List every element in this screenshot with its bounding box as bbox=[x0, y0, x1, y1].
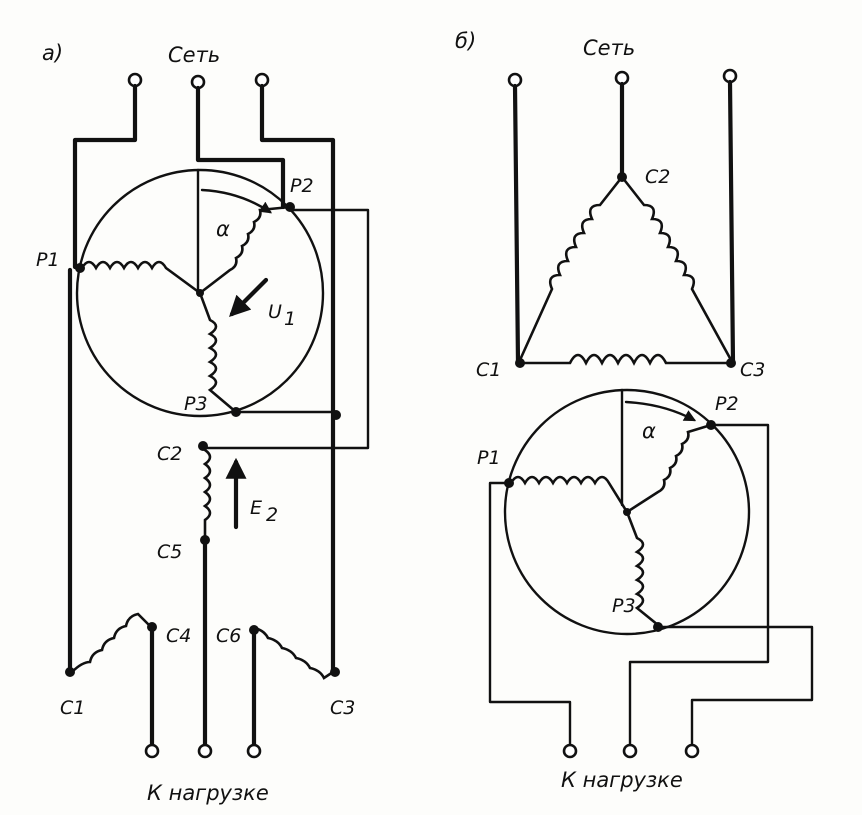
network-wire-b3 bbox=[727, 79, 736, 366]
rotor-coil-p1-b bbox=[509, 475, 629, 514]
rotor-circle-b bbox=[503, 388, 751, 636]
wire-p1-load-b bbox=[488, 481, 572, 747]
label-c2-a: C2 bbox=[157, 443, 182, 465]
coil-c1-c4 bbox=[70, 612, 154, 674]
load-terminal-b1 bbox=[562, 743, 578, 759]
junction-c1-b bbox=[515, 358, 525, 368]
junction-c6-a bbox=[249, 625, 259, 635]
alpha-arc-a bbox=[200, 188, 272, 214]
stator-coil-c2-c3 bbox=[620, 175, 733, 362]
label-c6-a: C6 bbox=[216, 625, 241, 647]
load-terminal-a1 bbox=[144, 743, 160, 759]
label-c1-a: C1 bbox=[60, 697, 85, 719]
load-terminal-b2 bbox=[622, 743, 638, 759]
rotor-coil-p3-a bbox=[198, 291, 238, 414]
label-c3-a: C3 bbox=[330, 697, 355, 719]
u1-subscript: 1 bbox=[284, 308, 296, 330]
junction-p3-a bbox=[331, 410, 341, 420]
label-c1-b: C1 bbox=[476, 359, 501, 381]
coil-c6-c3 bbox=[252, 626, 335, 680]
label-p3-a: P3 bbox=[184, 393, 208, 415]
network-wire-b1 bbox=[512, 83, 521, 366]
e2-label: E bbox=[250, 497, 262, 519]
alpha-arc-b bbox=[624, 400, 697, 422]
diagram-b-title: Сеть bbox=[583, 36, 635, 60]
label-c3-b: C3 bbox=[740, 359, 765, 381]
label-p1-b: P1 bbox=[477, 447, 501, 469]
diagram-b: б) Сеть α bbox=[455, 29, 814, 792]
wire-p3-load-b bbox=[656, 625, 814, 747]
diagram-b-footer: К нагрузке bbox=[561, 768, 683, 792]
network-wire-a3 bbox=[259, 83, 336, 675]
alpha-label-a: α bbox=[216, 217, 230, 241]
rotor-circle-a bbox=[75, 168, 325, 418]
alpha-label-b: α bbox=[642, 419, 656, 443]
u1-label: U bbox=[268, 301, 282, 323]
diagram-a-title: Сеть bbox=[168, 43, 220, 67]
rotor-coil-p2-a bbox=[198, 205, 292, 295]
network-wire-a1 bbox=[72, 83, 138, 270]
series-coil-c2-c5 bbox=[202, 448, 212, 539]
label-p2-b: P2 bbox=[715, 393, 739, 415]
diagram-b-label: б) bbox=[455, 29, 476, 53]
junction-c1-a bbox=[65, 667, 75, 677]
rotor-coil-p1-a bbox=[80, 260, 202, 295]
junction-c3-b bbox=[726, 358, 736, 368]
wire-p2-load-b bbox=[628, 423, 770, 747]
u1-arrow bbox=[229, 277, 269, 317]
junction-c3-a bbox=[330, 667, 340, 677]
wire-p2-c2-a bbox=[198, 208, 370, 450]
label-c4-a: C4 bbox=[166, 625, 191, 647]
rotor-coil-p2-b bbox=[625, 423, 713, 514]
stator-coil-c2-c1 bbox=[518, 175, 624, 362]
label-p2-a: P2 bbox=[290, 175, 314, 197]
junction-c4-a bbox=[147, 622, 157, 632]
label-p1-a: P1 bbox=[36, 249, 60, 271]
network-wire-a2 bbox=[195, 85, 286, 210]
diagram-a: а) Сеть α U 1 bbox=[36, 41, 370, 805]
label-p3-b: P3 bbox=[612, 595, 636, 617]
label-c2-b: C2 bbox=[645, 166, 670, 188]
load-terminal-b3 bbox=[684, 743, 700, 759]
diagram-a-label: а) bbox=[42, 41, 63, 65]
e2-subscript: 2 bbox=[266, 504, 278, 526]
label-c5-a: C5 bbox=[157, 541, 182, 563]
diagram-a-footer: К нагрузке bbox=[147, 781, 269, 805]
junction-c2-a bbox=[198, 441, 208, 451]
load-terminal-a2 bbox=[197, 743, 213, 759]
stator-coil-c1-c3 bbox=[520, 353, 730, 366]
load-terminal-a3 bbox=[246, 743, 262, 759]
rotor-coil-p3-b bbox=[625, 510, 660, 627]
